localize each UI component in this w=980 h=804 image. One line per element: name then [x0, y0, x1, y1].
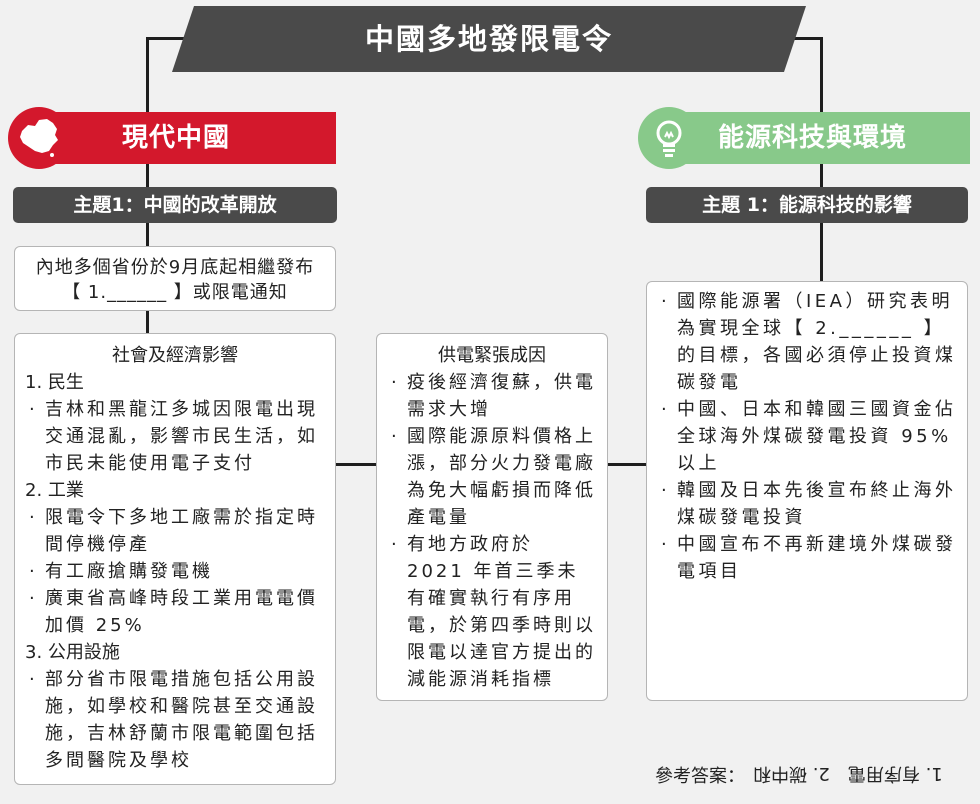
- list-item: ·國際能源署（IEA）研究表明為實現全球【 2.______ 】的目標，各國必須…: [657, 288, 957, 396]
- connector-line: [770, 37, 823, 40]
- supply-causes-box: 供電緊張成因 ·疫後經濟復蘇，供電需求大增 ·國際能源原料價格上漲，部分火力發電…: [376, 333, 608, 701]
- connector-line: [607, 463, 647, 466]
- title-banner: 中國多地發限電令: [172, 6, 806, 72]
- list-item: ·吉林和黑龍江多城因限電出現交通混亂，影響市民生活，如市民未能使用電子支付: [25, 396, 325, 477]
- connector-line: [146, 37, 206, 40]
- page-title: 中國多地發限電令: [364, 22, 613, 56]
- list-item: ·限電令下多地工廠需於指定時間停機停產: [25, 504, 325, 558]
- china-map-icon: [8, 107, 70, 169]
- category-label: 1. 民生: [25, 372, 84, 393]
- bullet-dot: ·: [661, 399, 671, 420]
- bullet-dot: ·: [29, 507, 38, 528]
- list-item: ·韓國及日本先後宣布終止海外煤碳發電投資: [657, 477, 957, 531]
- bullet-dot: ·: [661, 291, 671, 312]
- answer-label: 參考答案：: [655, 766, 745, 787]
- list-item: ·中國宣布不再新建境外煤碳發電項目: [657, 531, 957, 585]
- connector-line: [820, 164, 823, 188]
- bullet-dot: ·: [391, 372, 400, 393]
- connector-line: [146, 164, 149, 188]
- connector-line: [146, 222, 149, 247]
- reference-answer: 參考答案： 1. 有序用電 2. 碳中和: [655, 762, 943, 788]
- bullet-dot: ·: [661, 480, 671, 501]
- category-label: 3. 公用設施: [25, 642, 120, 663]
- section-heading-energy: 能源科技與環境: [656, 112, 970, 164]
- list-item: ·中國、日本和韓國三國資金佔全球海外煤碳發電投資 95% 以上: [657, 396, 957, 477]
- list-item: ·疫後經濟復蘇，供電需求大增: [387, 369, 597, 423]
- bullet-dot: ·: [391, 426, 400, 447]
- connector-line: [820, 222, 823, 282]
- topic-bar-left: 主題1：中國的改革開放: [13, 187, 337, 223]
- connector-line: [146, 37, 149, 113]
- list-item: ·部分省市限電措施包括公用設施，如學校和醫院甚至交通設施，吉林舒蘭市限電範圍包括…: [25, 666, 325, 774]
- category-label: 2. 工業: [25, 480, 84, 501]
- bullet-dot: ·: [661, 534, 671, 555]
- topic-bar-right: 主題 1：能源科技的影響: [646, 187, 968, 223]
- bullet-dot: ·: [29, 669, 38, 690]
- connector-line: [336, 463, 377, 466]
- connector-line: [146, 311, 149, 334]
- bullet-dot: ·: [391, 534, 400, 555]
- social-impact-title: 社會及經濟影響: [112, 345, 238, 366]
- title-banner-shape: [172, 6, 806, 72]
- connector-line: [820, 37, 823, 113]
- list-item: ·國際能源原料價格上漲，部分火力發電廠為免大幅虧損而降低產電量: [387, 423, 597, 531]
- bullet-dot: ·: [29, 588, 38, 609]
- bullet-dot: ·: [29, 399, 38, 420]
- supply-causes-title: 供電緊張成因: [438, 345, 546, 366]
- bullet-dot: ·: [29, 561, 38, 582]
- list-item: ·廣東省高峰時段工業用電電價加價 25%: [25, 585, 325, 639]
- social-impact-box: 社會及經濟影響 1. 民生 ·吉林和黑龍江多城因限電出現交通混亂，影響市民生活，…: [14, 333, 336, 785]
- answer-text-upside-down: 1. 有序用電 2. 碳中和: [753, 763, 943, 784]
- section-heading-modern-china: 現代中國: [30, 112, 336, 164]
- list-item: ·有工廠搶購發電機: [25, 558, 325, 585]
- list-item: ·有地方政府於 2021 年首三季未有確實執行有序用電，於第四季時則以限電以達官…: [387, 531, 597, 693]
- energy-impact-box: ·國際能源署（IEA）研究表明為實現全球【 2.______ 】的目標，各國必須…: [646, 281, 968, 701]
- lightbulb-icon: [638, 107, 700, 169]
- power-restriction-note: 內地多個省份於9月底起相繼發布【 1.______ 】或限電通知: [14, 246, 336, 311]
